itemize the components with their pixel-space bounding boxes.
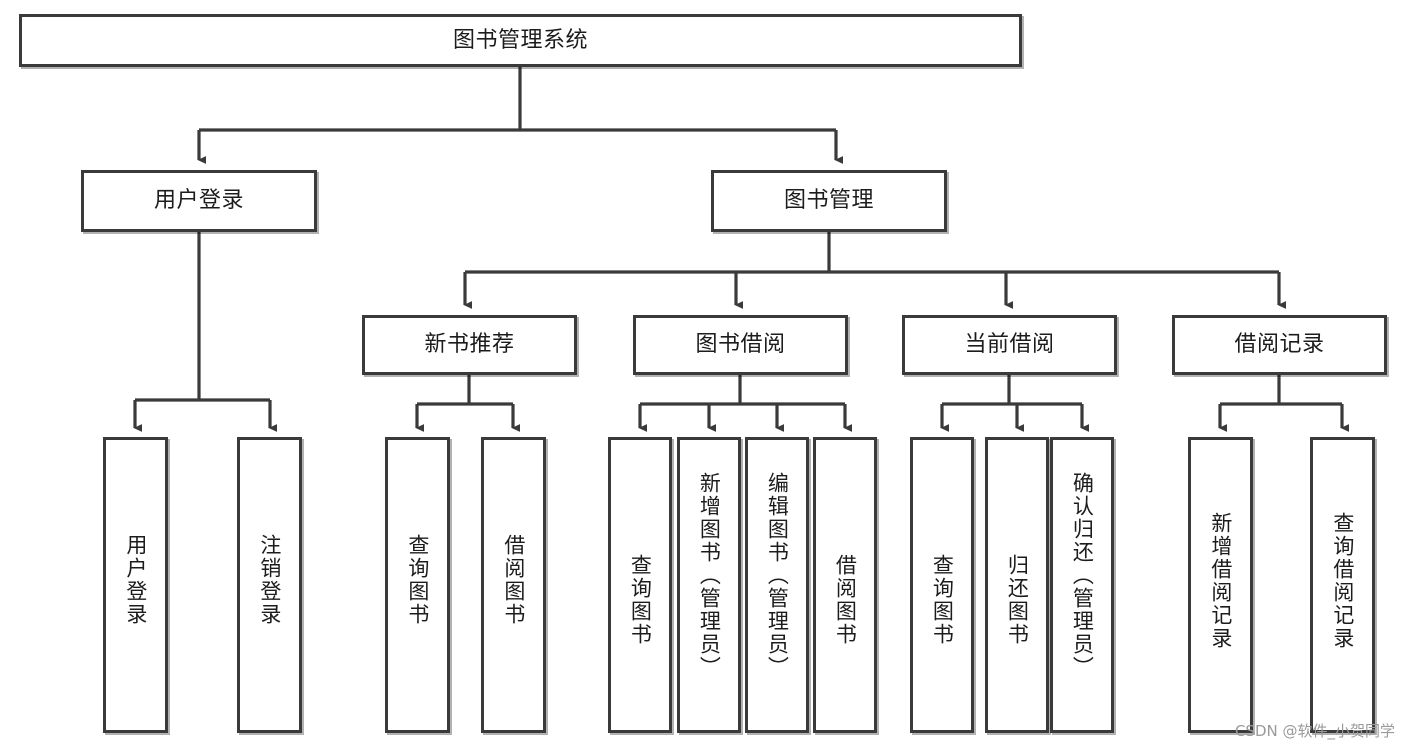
node-leaf-query-record-label: 查询借阅记录 [1330, 512, 1355, 650]
node-book-manage-label: 图书管理 [783, 188, 874, 214]
node-leaf-query-book-2[interactable]: 查询图书 [608, 437, 672, 733]
node-leaf-confirm-return-label: 确认归还（管理员） [1070, 472, 1095, 679]
node-leaf-query-book-3-label: 查询图书 [930, 554, 955, 646]
node-leaf-borrow-book-2[interactable]: 借阅图书 [813, 437, 877, 733]
node-leaf-user-login-label: 用户登录 [123, 534, 148, 626]
node-leaf-query-book-3[interactable]: 查询图书 [910, 437, 974, 733]
node-leaf-add-record[interactable]: 新增借阅记录 [1188, 437, 1253, 733]
node-leaf-query-record[interactable]: 查询借阅记录 [1310, 437, 1375, 733]
node-current-borrow-label: 当前借阅 [964, 332, 1055, 358]
node-leaf-query-book-1[interactable]: 查询图书 [385, 437, 450, 733]
node-leaf-edit-book[interactable]: 编辑图书（管理员） [745, 437, 809, 733]
node-leaf-user-login[interactable]: 用户登录 [103, 437, 168, 733]
node-leaf-query-book-2-label: 查询图书 [628, 554, 653, 646]
node-root-label: 图书管理系统 [452, 27, 588, 53]
node-leaf-edit-book-label: 编辑图书（管理员） [765, 472, 790, 679]
node-current-borrow[interactable]: 当前借阅 [902, 315, 1117, 375]
node-book-borrow[interactable]: 图书借阅 [633, 315, 848, 375]
node-leaf-logout-label: 注销登录 [257, 534, 282, 626]
node-leaf-query-book-1-label: 查询图书 [405, 534, 430, 626]
node-borrow-record-label: 借阅记录 [1234, 332, 1325, 358]
node-book-manage[interactable]: 图书管理 [711, 170, 947, 232]
node-leaf-return-book[interactable]: 归还图书 [985, 437, 1049, 733]
node-root[interactable]: 图书管理系统 [19, 14, 1022, 67]
node-borrow-record[interactable]: 借阅记录 [1172, 315, 1387, 375]
node-leaf-add-record-label: 新增借阅记录 [1208, 512, 1233, 650]
node-new-book-rec[interactable]: 新书推荐 [362, 315, 577, 375]
node-user-login[interactable]: 用户登录 [81, 170, 317, 232]
node-leaf-confirm-return[interactable]: 确认归还（管理员） [1050, 437, 1114, 733]
node-leaf-logout[interactable]: 注销登录 [237, 437, 302, 733]
node-book-borrow-label: 图书借阅 [695, 332, 786, 358]
node-leaf-add-book-label: 新增图书（管理员） [697, 472, 722, 679]
node-leaf-borrow-book-2-label: 借阅图书 [833, 554, 858, 646]
node-user-login-label: 用户登录 [153, 188, 244, 214]
node-leaf-return-book-label: 归还图书 [1005, 554, 1030, 646]
watermark: CSDN @软件_小贺同学 [1234, 722, 1395, 740]
node-leaf-borrow-book-1[interactable]: 借阅图书 [481, 437, 546, 733]
node-new-book-rec-label: 新书推荐 [424, 332, 515, 358]
node-leaf-borrow-book-1-label: 借阅图书 [501, 534, 526, 626]
node-leaf-add-book[interactable]: 新增图书（管理员） [677, 437, 741, 733]
